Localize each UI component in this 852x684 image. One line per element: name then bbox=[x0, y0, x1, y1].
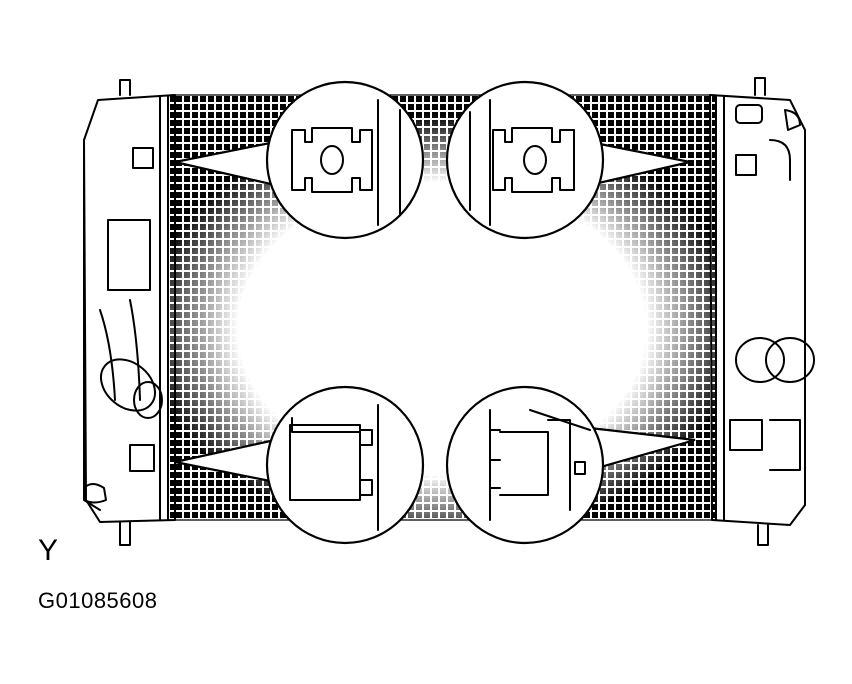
detail-circle-top-left bbox=[265, 80, 425, 240]
view-letter-label: Y bbox=[38, 534, 59, 567]
detail-circle-bottom-right bbox=[445, 385, 605, 545]
detail-circle-top-right bbox=[445, 80, 605, 240]
right-radiator-tank bbox=[709, 77, 815, 546]
detail-circle-bottom-left bbox=[265, 385, 425, 545]
figure-id-label: G01085608 bbox=[38, 588, 158, 613]
callout-pointers bbox=[174, 140, 696, 484]
left-radiator-tank bbox=[83, 79, 176, 546]
